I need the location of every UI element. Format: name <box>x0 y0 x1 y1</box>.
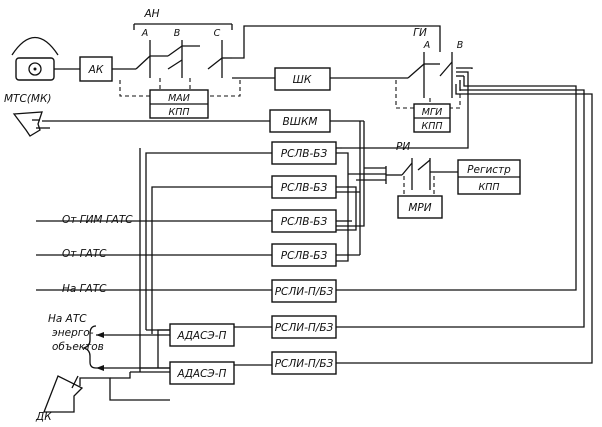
gi-label: ГИ <box>413 27 427 39</box>
an-c-label: С <box>214 28 221 39</box>
mts-switch-icon <box>12 111 43 137</box>
mgi-kpp-label: КПП <box>421 121 442 132</box>
to-ats-label-2: энерго- <box>52 327 94 339</box>
an-switch-c <box>207 40 232 78</box>
telephone-icon <box>11 37 59 81</box>
gi-a-label: А <box>423 40 431 51</box>
mri-label: МРИ <box>408 202 431 214</box>
shk-block <box>274 67 331 91</box>
an-label: АН <box>143 8 159 20</box>
an-switch-a <box>135 40 168 78</box>
dk-label: ДК <box>35 411 52 423</box>
mts-label: МТС(МК) <box>4 93 52 105</box>
register-label: Регистр <box>467 164 511 176</box>
adase-1-label: АДАСЭ-П <box>177 330 227 342</box>
gi-switch <box>407 52 453 98</box>
ri-switch <box>386 158 458 190</box>
rslv-1-label: РСЛВ-БЗ <box>281 148 328 160</box>
an-switch-b <box>167 40 200 78</box>
rslv-4-label: РСЛВ-БЗ <box>281 250 328 262</box>
an-b-label: В <box>174 28 181 39</box>
rsli-3-label: РСЛИ-П/БЗ <box>275 358 334 370</box>
an-a-label: А <box>141 28 149 39</box>
ak-label: АК <box>88 64 104 76</box>
mgi-label: МГИ <box>422 107 443 118</box>
mri-block <box>397 195 443 219</box>
to-ats-label-3: объектов <box>52 341 104 353</box>
adase-block-2 <box>169 361 235 385</box>
gi-b-label: В <box>457 40 464 51</box>
to-ats-label-1: На АТС <box>48 313 87 325</box>
adase-2-label: АДАСЭ-П <box>177 368 227 380</box>
mai-kpp-label: КПП <box>168 107 189 118</box>
rsli-1-label: РСЛИ-П/БЗ <box>275 286 334 298</box>
dk-switch-icon <box>43 375 84 413</box>
to-ats-brace <box>81 325 97 369</box>
rsli-2-label: РСЛИ-П/БЗ <box>275 322 334 334</box>
register-kpp-label: КПП <box>478 182 499 193</box>
to-gats-label: На ГАТС <box>62 283 107 295</box>
vshkm-label: ВШКМ <box>283 116 318 128</box>
rslv-2-label: РСЛВ-БЗ <box>281 182 328 194</box>
rslv-3-label: РСЛВ-БЗ <box>281 216 328 228</box>
rsli-block-1 <box>271 279 337 303</box>
from-gim-label: От ГИМ ГАТС <box>62 214 133 226</box>
from-gats-label: От ГАТС <box>62 248 107 260</box>
mai-label: МАИ <box>168 93 190 104</box>
shk-label: ШК <box>293 74 312 86</box>
ri-label: РИ <box>396 141 410 153</box>
